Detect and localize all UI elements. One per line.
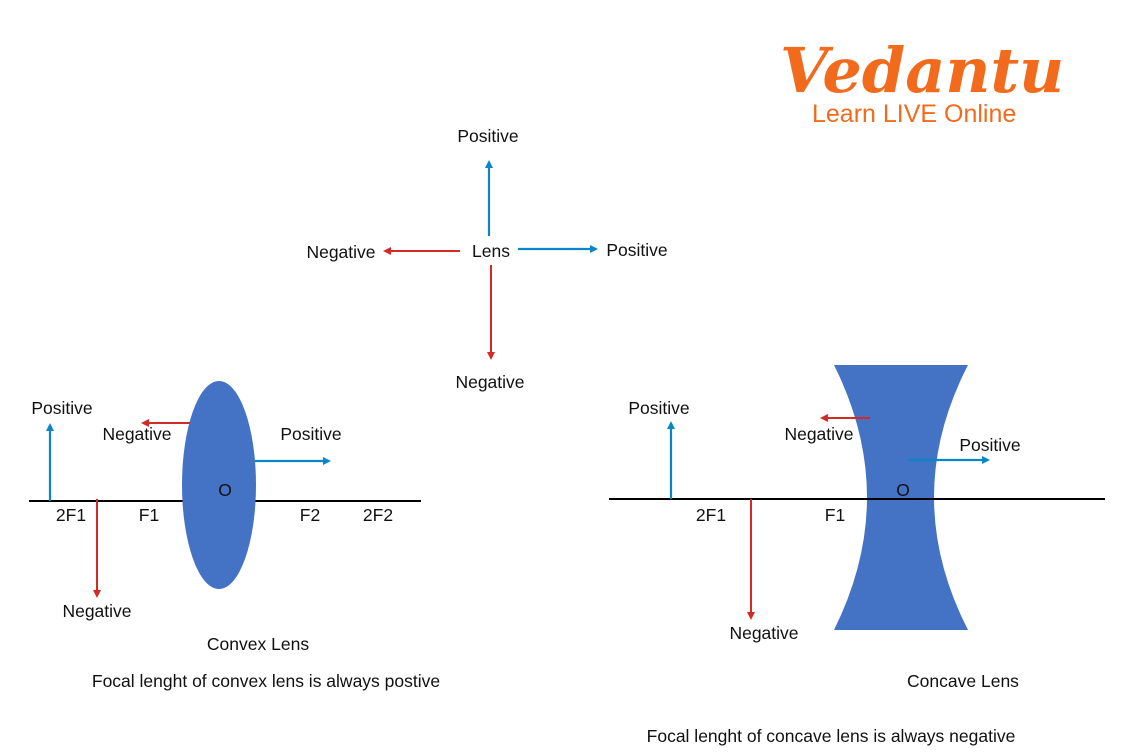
sign-convention-cross: Lens Positive Negative Negative Positive [306, 126, 667, 392]
concave-lens-shape [834, 365, 968, 630]
left-label: Negative [784, 424, 853, 444]
optical-center-label: O [896, 480, 910, 500]
up-label: Positive [628, 398, 689, 418]
convex-caption: Focal lenght of convex lens is always po… [92, 671, 440, 691]
optical-center-label: O [218, 480, 232, 500]
logo-brand: Vedantu [780, 34, 1064, 107]
point-f1: F1 [825, 505, 845, 525]
down-label: Negative [455, 372, 524, 392]
vedantu-logo: Vedantu Learn LIVE Online [780, 34, 1064, 128]
concave-lens-diagram: Positive Negative Positive Negative O 2F… [609, 365, 1105, 746]
point-2f2: 2F2 [363, 505, 393, 525]
center-label: Lens [472, 241, 510, 261]
left-label: Negative [306, 242, 375, 262]
up-label: Positive [457, 126, 518, 146]
down-label: Negative [62, 601, 131, 621]
right-label: Positive [280, 424, 341, 444]
concave-title: Concave Lens [907, 671, 1019, 691]
convex-title: Convex Lens [207, 634, 309, 654]
logo-tagline: Learn LIVE Online [812, 100, 1016, 128]
right-label: Positive [606, 240, 667, 260]
concave-caption: Focal lenght of concave lens is always n… [647, 726, 1016, 746]
left-label: Negative [102, 424, 171, 444]
right-label: Positive [959, 435, 1020, 455]
up-label: Positive [31, 398, 92, 418]
point-2f1: 2F1 [56, 505, 86, 525]
point-f1: F1 [139, 505, 159, 525]
convex-lens-shape [182, 381, 256, 589]
point-f2: F2 [300, 505, 320, 525]
convex-lens-diagram: Positive Negative Positive Negative O 2F… [29, 381, 440, 691]
point-2f1: 2F1 [696, 505, 726, 525]
down-label: Negative [729, 623, 798, 643]
